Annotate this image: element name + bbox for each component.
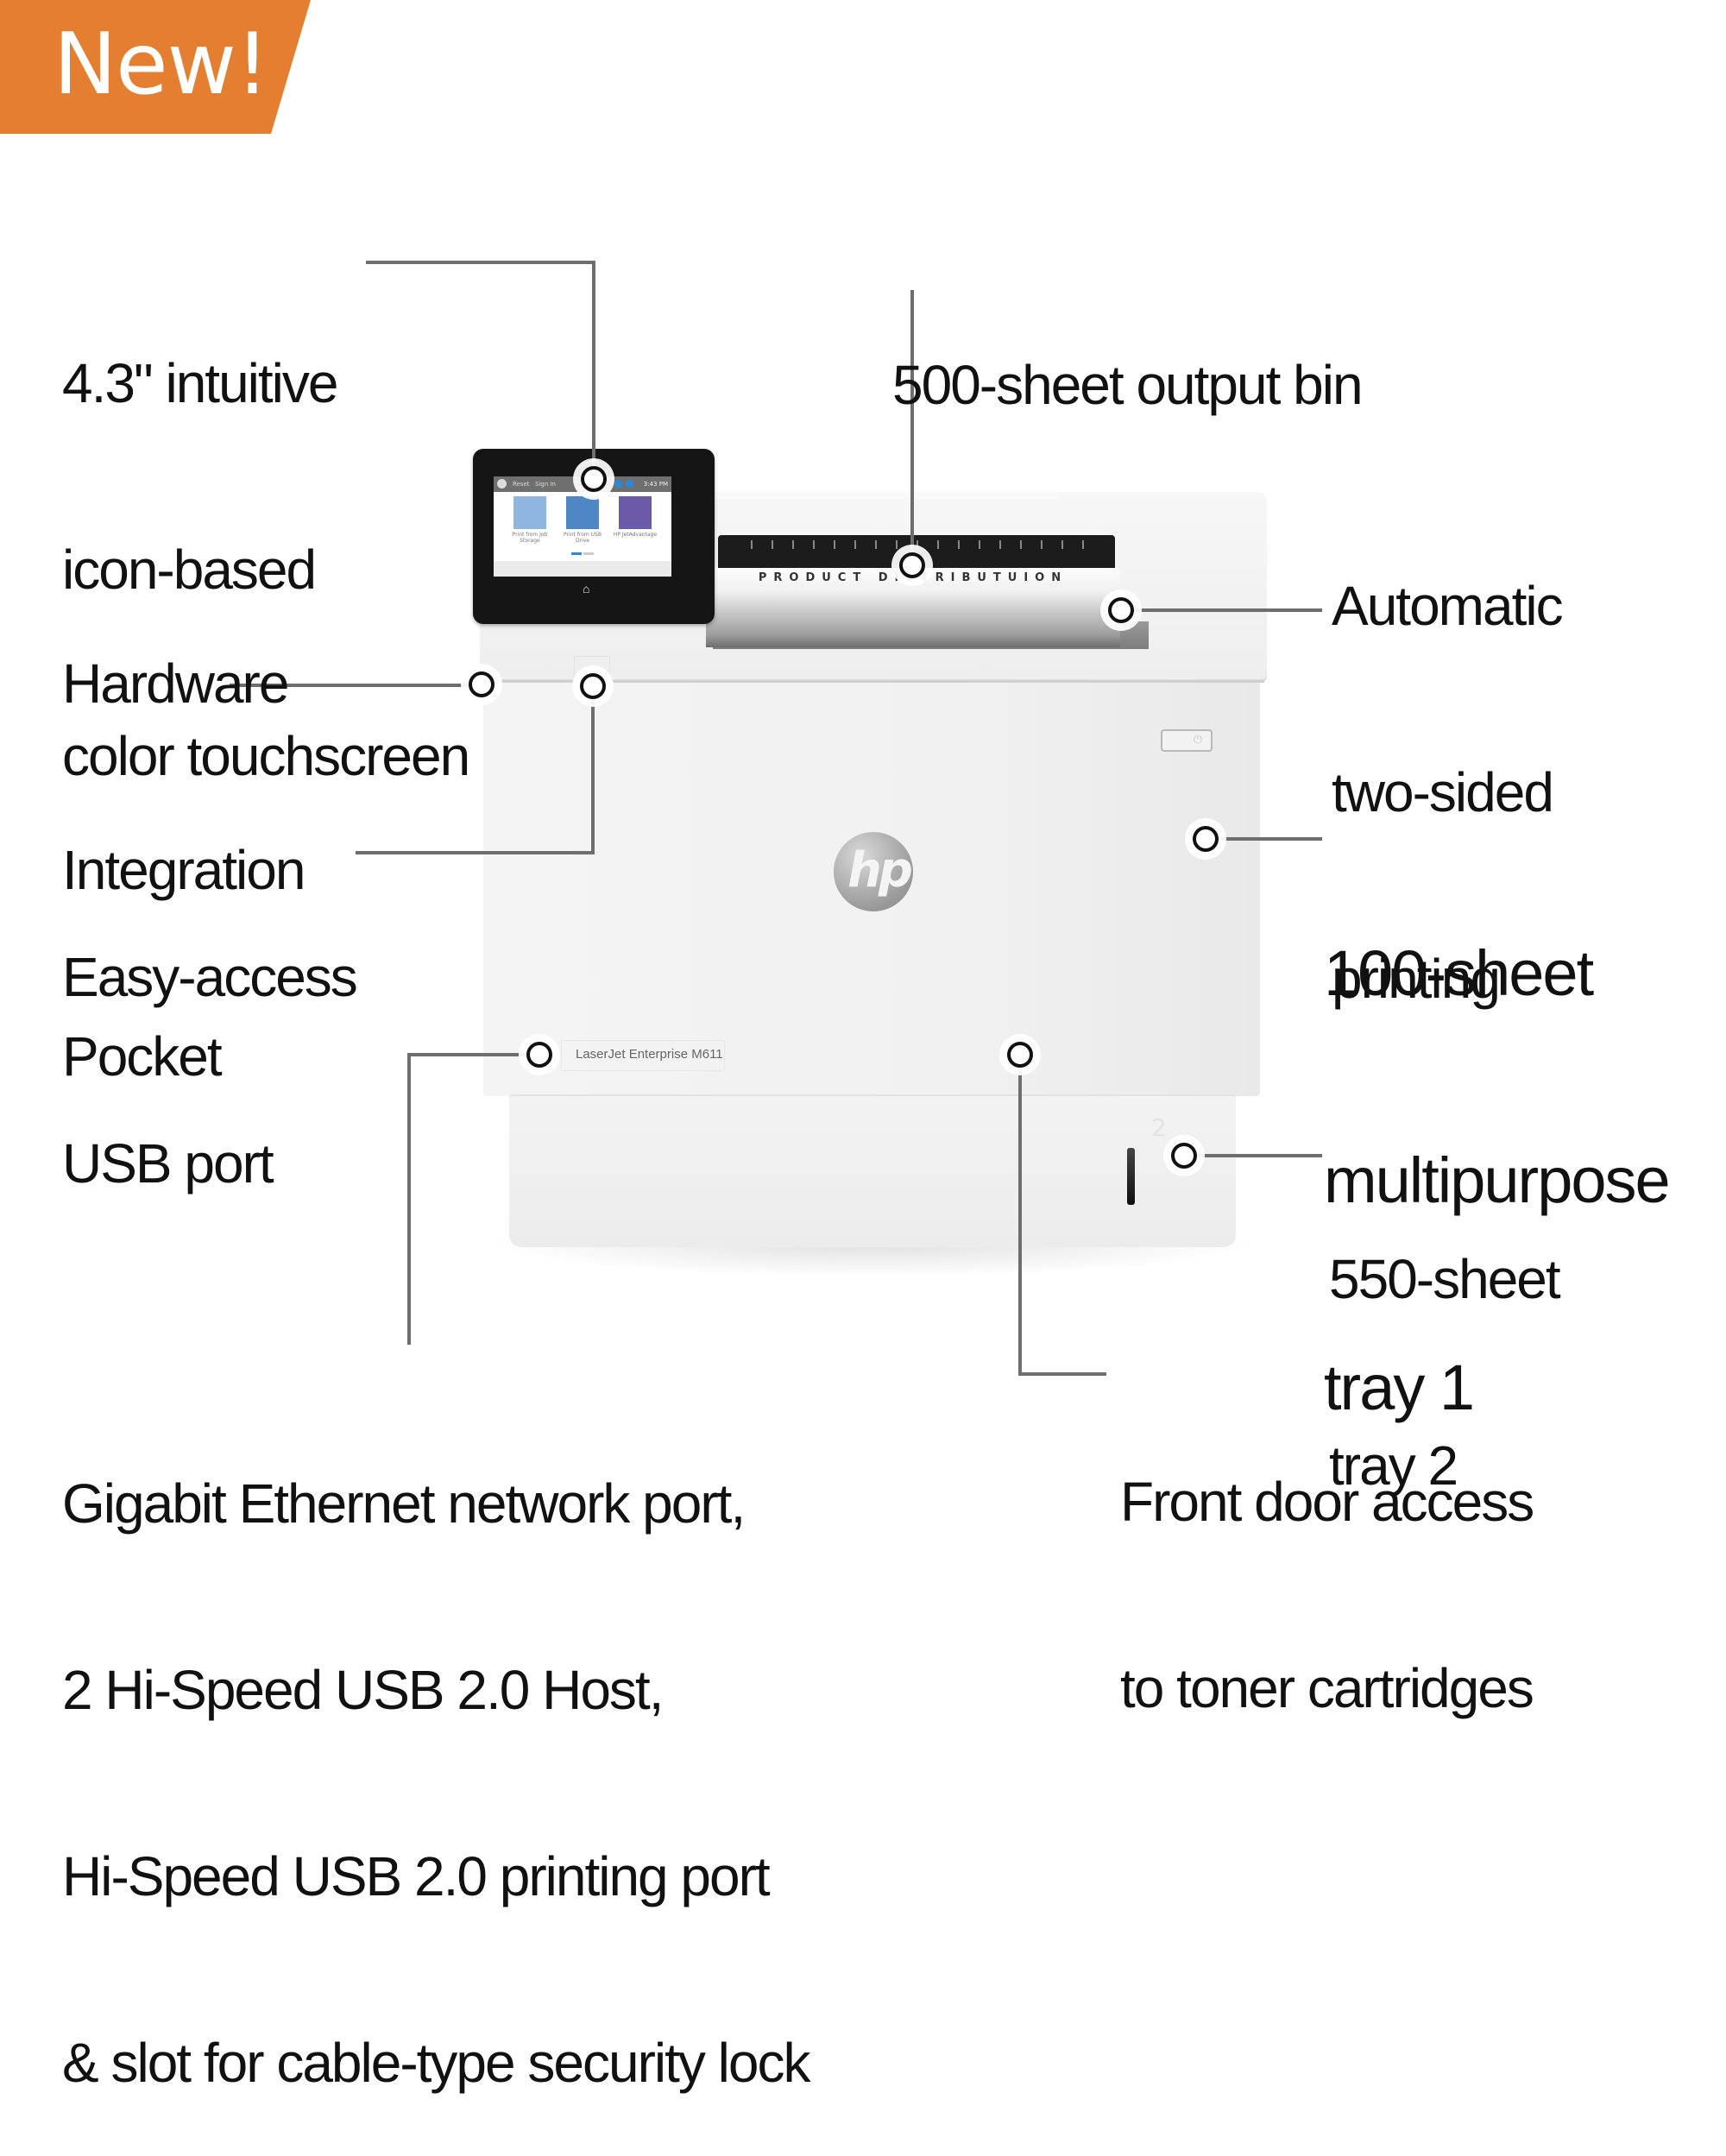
leader-line-ports-v [407,1053,411,1345]
tile-label-job-storage: Print from Job Storage [512,532,548,544]
sign-in-button[interactable]: Sign In [535,481,556,488]
touchscreen[interactable]: Reset Sign In 3:43 PM Print from Job Sto… [494,476,671,577]
leader-line-tray2 [1184,1154,1322,1157]
label-output-bin: 500-sheet output bin [892,354,1364,416]
hp-logo: hp [834,832,913,911]
help-icon[interactable] [626,480,633,488]
job-storage-icon[interactable] [513,496,546,529]
new-badge-text: New! [54,16,269,114]
label-hip: Hardware Integration Pocket [62,652,306,1087]
label-ports: Gigabit Ethernet network port, 2 Hi-Spee… [62,1472,810,2094]
label-mp-tray: 100-sheet multipurpose tray 1 [1324,937,1671,1423]
printer-tray-2 [509,1096,1236,1247]
callout-dot-hip[interactable] [469,671,494,697]
hp-logo-icon [497,479,507,489]
leader-line-mp-tray [1206,837,1322,841]
tray-number: 2 [1151,1113,1167,1142]
callout-dot-duplex[interactable] [1108,597,1134,623]
page-indicator-active [571,552,582,555]
clock-time: 3:43 PM [643,481,668,488]
power-button[interactable]: ⏻ [1161,729,1213,752]
callout-dot-mp-tray[interactable] [1193,826,1219,852]
label-front-door: Front door access to toner cartridges [1120,1471,1534,1719]
reset-button[interactable]: Reset [513,481,530,488]
label-usb: Easy-access USB port [62,946,358,1195]
leader-line-front-door [1018,1372,1106,1376]
model-plate: LaserJet Enterprise M611 [561,1040,725,1071]
tile-label-usb-drive: Print from USB Drive [564,532,602,544]
leader-line-output-bin [910,290,914,566]
printer-front-door-seam [483,680,1264,683]
home-icon[interactable]: ⌂ [583,582,590,596]
output-bin-ribs [732,540,1103,549]
page-indicator [583,552,594,555]
callout-dot-tray2[interactable] [1171,1143,1197,1169]
leader-line-hip [230,684,482,687]
paper-level-indicator [1127,1148,1135,1205]
leader-line-touchscreen-v [592,261,595,479]
callout-dot-usb[interactable] [580,673,606,699]
leader-line-usb-v [591,686,595,854]
leader-line-duplex [1122,608,1322,612]
label-touchscreen: 4.3" intuitive icon-based color touchscr… [62,352,470,787]
leader-line-ports [407,1053,539,1056]
callout-dot-ports[interactable] [526,1042,552,1068]
leader-line-usb [356,851,595,854]
output-paper: PRODUCT DISTRIBUTUION [706,568,1120,647]
leader-line-touchscreen [366,261,595,264]
label-tray2: 550-sheet tray 2 [1329,1248,1561,1497]
callout-dot-output-bin[interactable] [899,552,925,578]
cloud-icon[interactable] [619,496,652,529]
usb-drive-icon[interactable] [566,496,599,529]
callout-dot-front-door[interactable] [1007,1042,1033,1068]
info-icon[interactable] [614,480,622,488]
power-icon: ⏻ [1193,733,1202,746]
callout-dot-touchscreen[interactable] [581,466,607,492]
leader-line-front-door-v [1018,1055,1022,1376]
touchscreen-footer [494,561,671,577]
model-label: LaserJet Enterprise M611 [576,1047,723,1062]
label-duplex: Automatic two-sided printing [1332,575,1564,1010]
new-badge: New! [0,0,311,134]
tile-label-jetadvantage: HP JetAdvantage [613,532,658,538]
